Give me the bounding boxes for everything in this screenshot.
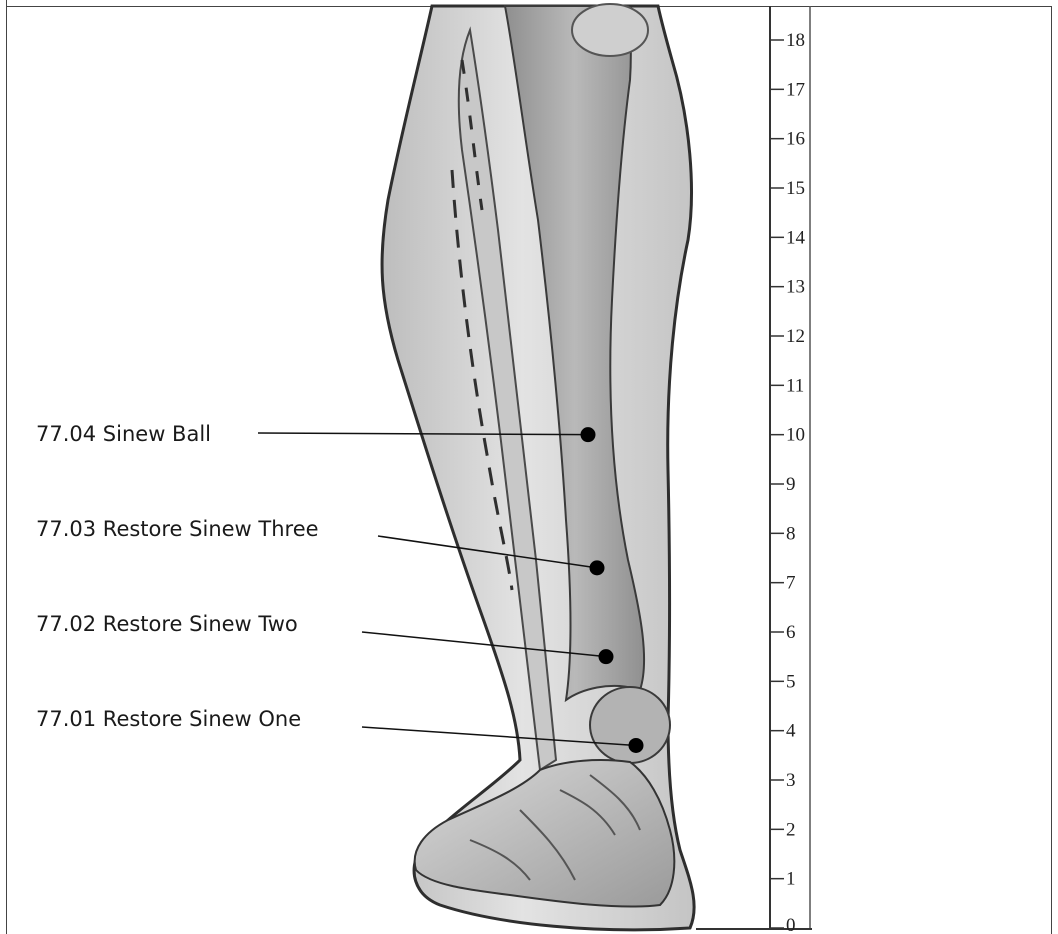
label-restore-sinew-one: 77.01 Restore Sinew One — [36, 709, 301, 730]
foot-shape — [415, 760, 675, 906]
label-restore-sinew-three: 77.03 Restore Sinew Three — [36, 519, 319, 540]
scale-tick-label-13: 13 — [786, 277, 805, 298]
label-restore-sinew-two: 77.02 Restore Sinew Two — [36, 614, 298, 635]
scale-tick-label-10: 10 — [786, 425, 805, 446]
point-marker-77-02 — [599, 649, 614, 664]
point-marker-77-01 — [629, 738, 644, 753]
scale-tick-label-6: 6 — [786, 622, 796, 643]
measurement-scale: 0123456789101112131415161718 — [696, 6, 812, 934]
scale-tick-label-12: 12 — [786, 326, 805, 347]
point-marker-77-03 — [590, 560, 605, 575]
scale-tick-label-2: 2 — [786, 819, 796, 840]
scale-tick-label-9: 9 — [786, 474, 796, 495]
scale-tick-label-5: 5 — [786, 671, 796, 692]
scale-tick-label-4: 4 — [786, 721, 796, 742]
scale-tick-label-3: 3 — [786, 770, 796, 791]
scale-tick-label-17: 17 — [786, 79, 805, 100]
scale-tick-label-15: 15 — [786, 178, 805, 199]
scale-tick-label-16: 16 — [786, 129, 805, 150]
scale-tick-label-11: 11 — [786, 375, 804, 396]
scale-tick-label-14: 14 — [786, 227, 806, 248]
scale-tick-label-18: 18 — [786, 30, 805, 51]
scale-tick-label-1: 1 — [786, 869, 796, 890]
medial-malleolus — [590, 687, 670, 763]
scale-tick-label-0: 0 — [786, 915, 796, 934]
label-sinew-ball: 77.04 Sinew Ball — [36, 424, 211, 445]
point-marker-77-04 — [581, 427, 596, 442]
patella-shape — [572, 4, 648, 56]
scale-tick-label-7: 7 — [786, 573, 796, 594]
scale-tick-label-8: 8 — [786, 523, 796, 544]
